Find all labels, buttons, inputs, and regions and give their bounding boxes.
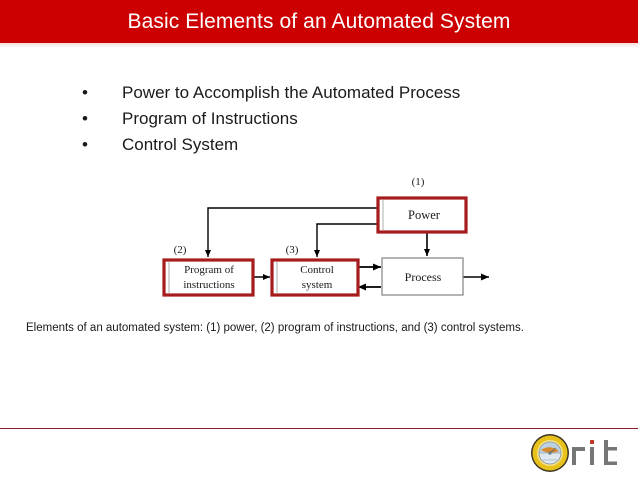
node-number-control: (3): [286, 244, 299, 256]
header-shadow: [0, 43, 638, 48]
node-box-process: [381, 257, 464, 296]
list-item: • Control System: [82, 132, 552, 158]
bullet-text: Control System: [122, 135, 239, 154]
node-number-power: (1): [412, 176, 425, 188]
diagram-node-program: (2) Program of instructions: [162, 244, 255, 297]
node-box-power: [376, 196, 468, 234]
node-label-control-line2: system: [302, 279, 333, 291]
bullet-marker-icon: •: [82, 109, 88, 128]
list-item: • Power to Accomplish the Automated Proc…: [82, 80, 552, 106]
slide-header-bar: [0, 0, 638, 43]
node-box-control: [270, 258, 360, 297]
rit-seal-icon: [531, 434, 569, 472]
bullet-marker-icon: •: [82, 135, 88, 154]
rit-wordmark: [572, 440, 617, 465]
bullet-marker-icon: •: [82, 83, 88, 102]
diagram-caption: Elements of an automated system: (1) pow…: [26, 322, 524, 334]
diagram-node-power: (1) Power: [376, 176, 468, 234]
node-label-program-line1: Program of: [184, 264, 234, 276]
edge-power-to-control: [314, 223, 378, 257]
automation-block-diagram: (1) Power (2) Program of instructions (3…: [0, 165, 638, 310]
footer-divider: [0, 428, 638, 429]
diagram-connectors: [205, 207, 489, 291]
diagram-node-control: (3) Control system: [270, 244, 360, 297]
node-label-program-line2: instructions: [183, 279, 234, 291]
node-box-program: [162, 258, 255, 297]
rit-logo: [528, 431, 628, 475]
bullet-text: Power to Accomplish the Automated Proces…: [122, 83, 461, 102]
node-label-process: Process: [405, 270, 442, 284]
list-item: • Program of Instructions: [82, 106, 552, 132]
node-number-program: (2): [174, 244, 187, 256]
node-label-control-line1: Control: [300, 264, 334, 276]
diagram-node-process: Process: [381, 257, 464, 296]
edge-power-to-program: [205, 207, 378, 257]
bullet-list: • Power to Accomplish the Automated Proc…: [82, 80, 552, 158]
page-title: Basic Elements of an Automated System: [127, 10, 511, 33]
node-label-power: Power: [408, 208, 441, 222]
bullet-text: Program of Instructions: [122, 109, 298, 128]
